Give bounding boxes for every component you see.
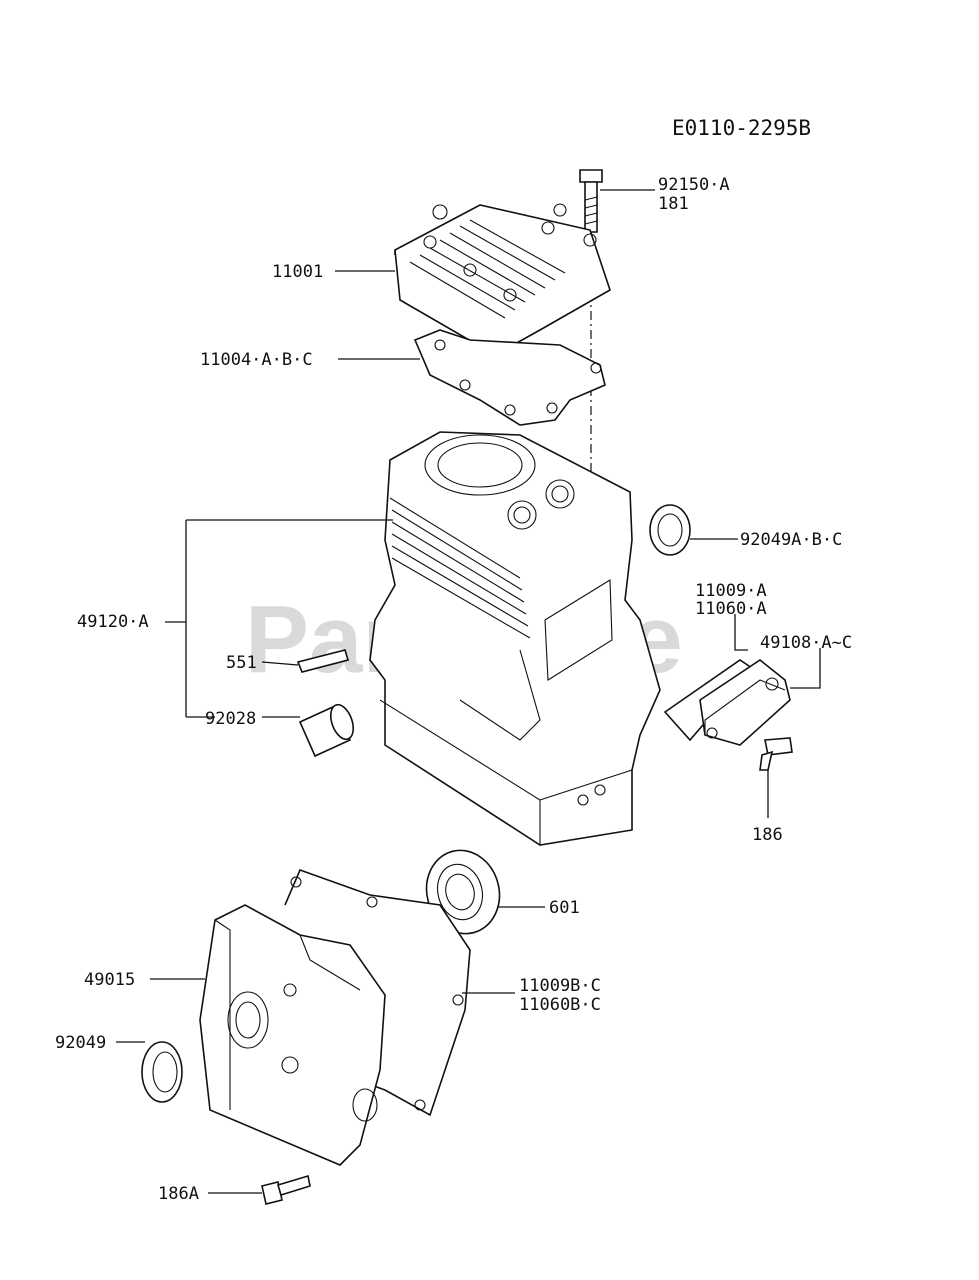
bolt-186A[interactable] — [261, 1174, 311, 1205]
label-49120: 49120·A — [77, 612, 149, 632]
label-11009A: 11009·A — [695, 581, 767, 601]
head-gasket-11004[interactable] — [413, 329, 606, 426]
label-551: 551 — [226, 653, 257, 673]
label-92049: 92049 — [55, 1033, 106, 1053]
oil-seal-92049[interactable] — [141, 1041, 183, 1103]
label-181: 181 — [658, 194, 689, 214]
label-11001: 11001 — [272, 262, 323, 282]
label-11004: 11004·A·B·C — [200, 350, 313, 370]
label-49015: 49015 — [84, 970, 135, 990]
label-92150: 92150·A — [658, 175, 730, 195]
diagram-code: E0110-2295B — [672, 116, 811, 140]
cylinder-block-49120[interactable] — [369, 250, 661, 846]
label-601: 601 — [549, 898, 580, 918]
label-186A: 186A — [158, 1184, 199, 1204]
breather-cover-49108[interactable] — [699, 659, 791, 746]
bolt-186[interactable] — [759, 737, 793, 771]
bushing-92028[interactable] — [298, 702, 358, 758]
oil-seal-92049A[interactable] — [649, 504, 691, 556]
crankcase-cover-49015[interactable] — [199, 904, 386, 1166]
label-11009B: 11009B·C — [519, 976, 601, 996]
leader-lines — [116, 189, 821, 1194]
head-bolt-92150[interactable] — [579, 169, 603, 233]
label-92049A: 92049A·B·C — [740, 530, 842, 550]
label-49108: 49108·A~C — [760, 633, 852, 653]
dowel-pin-551[interactable] — [296, 649, 350, 673]
cylinder-head-11001[interactable] — [394, 203, 611, 356]
label-186: 186 — [752, 825, 783, 845]
label-92028: 92028 — [205, 709, 256, 729]
label-11060A: 11060·A — [695, 599, 767, 619]
label-11060B: 11060B·C — [519, 995, 601, 1015]
